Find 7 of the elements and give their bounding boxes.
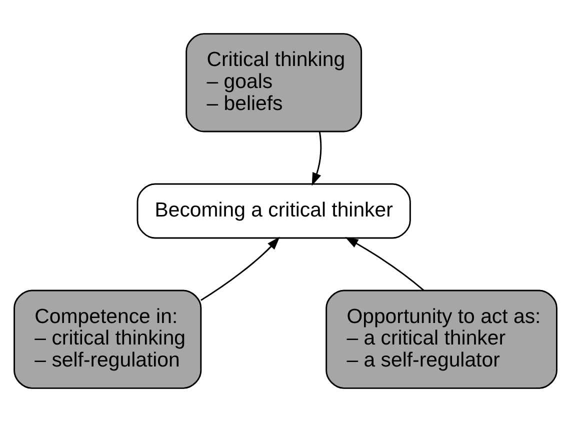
- node-box: Competence in: – critical thinking – self-regulation: [14, 290, 202, 389]
- node-box: Becoming a critical thinker: [136, 183, 411, 239]
- arrow: [312, 131, 322, 186]
- arrow: [200, 236, 280, 301]
- node-box: Critical thinking – goals – beliefs: [186, 33, 362, 132]
- node-box: Opportunity to act as: – a critical thinker – a self-regulator: [326, 290, 558, 389]
- arrow: [345, 237, 424, 291]
